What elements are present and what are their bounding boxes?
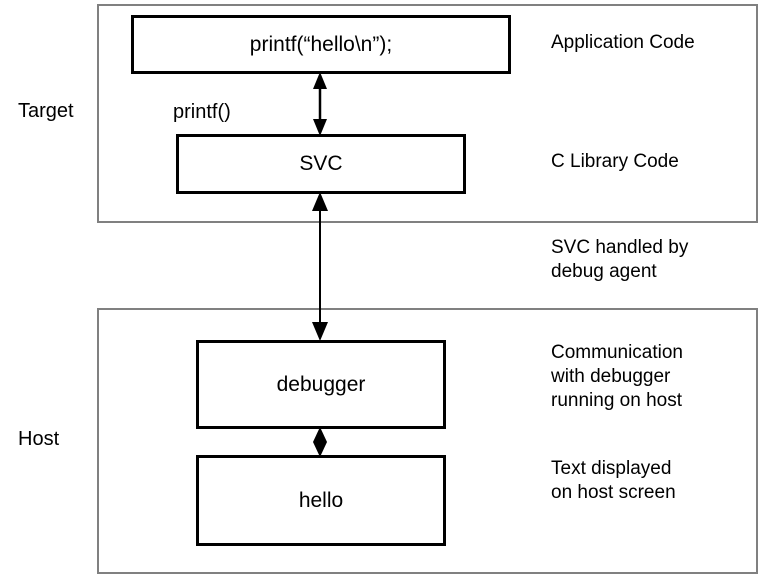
note-communication-with-debugger: Communication with debugger running on h… (551, 342, 683, 411)
note-text-displayed-on-host-screen: Text displayed on host screen (551, 458, 676, 503)
box-application-code: printf(“hello\n”); (131, 15, 511, 74)
box-hello: hello (196, 455, 446, 546)
note-application-code: Application Code (551, 32, 695, 53)
printf-call-annotation: printf() (173, 101, 231, 123)
box-application-code-label: printf(“hello\n”); (249, 32, 393, 56)
note-c-library-code: C Library Code (551, 151, 679, 172)
region-label-target: Target (18, 100, 74, 122)
region-label-host: Host (18, 428, 60, 450)
box-debugger-label: debugger (276, 372, 366, 396)
note-svc-handled-by-debug-agent: SVC handled by debug agent (551, 237, 689, 282)
box-debugger: debugger (196, 340, 446, 429)
box-svc-label: SVC (299, 152, 343, 175)
box-hello-label: hello (298, 488, 344, 512)
box-svc: SVC (176, 134, 466, 194)
